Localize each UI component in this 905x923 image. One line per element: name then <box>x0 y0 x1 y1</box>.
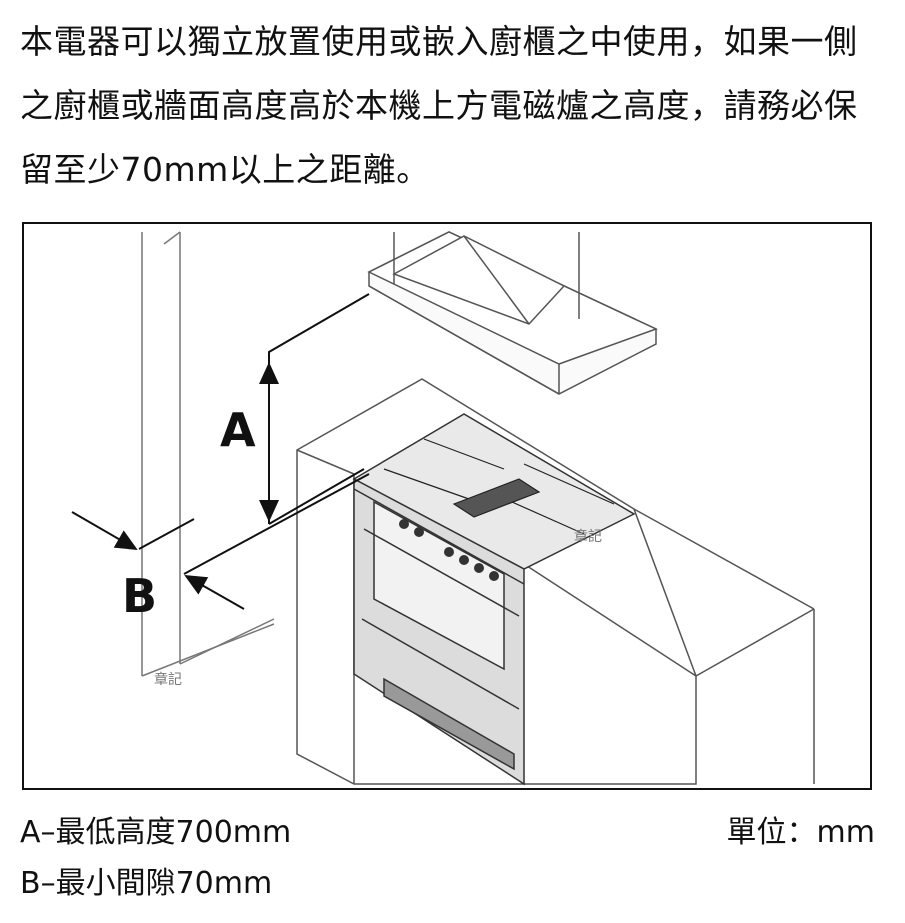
installation-diagram: A B 章記 章記 <box>22 222 872 790</box>
range-hood <box>367 231 658 395</box>
installation-illustration: A B 章記 章記 <box>71 231 815 786</box>
dimension-b <box>71 473 370 610</box>
caption-a: A–最低高度700mm <box>20 815 292 850</box>
watermark-text: 章記 <box>154 671 182 688</box>
label-a: A <box>220 403 256 457</box>
caption-b: B–最小間隙70mm <box>20 866 273 901</box>
unit-label: 單位：mm <box>726 815 875 850</box>
control-knobs <box>399 519 499 581</box>
dimension-a <box>259 293 370 525</box>
label-b: B <box>122 569 157 623</box>
instruction-paragraph: 本電器可以獨立放置使用或嵌入廚櫃之中使用，如果一側之廚櫃或牆面高度高於本機上方電… <box>20 22 858 189</box>
watermark-text: 章記 <box>574 528 602 545</box>
hob-surface <box>383 438 615 535</box>
side-wall <box>141 231 275 677</box>
